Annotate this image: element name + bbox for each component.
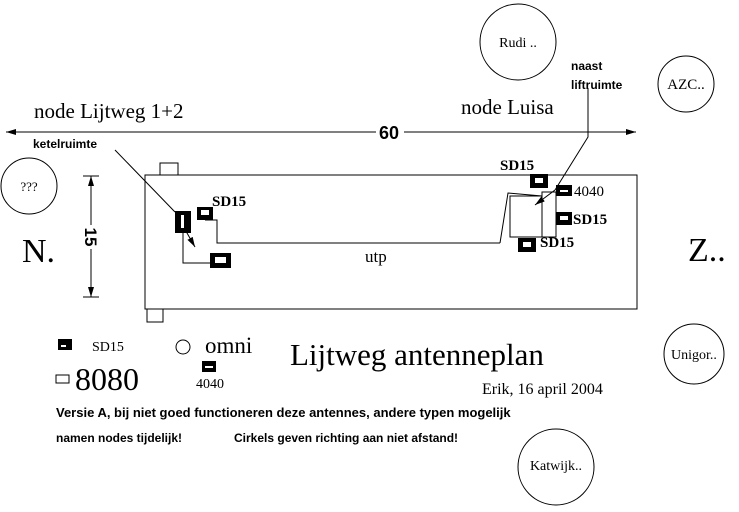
circle-label: Rudi .. [499, 36, 537, 51]
circle-label: ??? [20, 179, 38, 194]
note-circles: Cirkels geven richting aan niet afstand! [234, 431, 458, 445]
legend-sd15: SD15 [92, 340, 124, 355]
node-left: SD15 [114, 149, 500, 268]
ketelruimte-label: ketelruimte [33, 137, 97, 151]
legend: SD15 omni 8080 4040 [55, 333, 252, 397]
south-label: Z.. [688, 232, 726, 269]
building-annex [146, 308, 164, 323]
sd15-symbol [58, 339, 72, 350]
circle-label: Unigor.. [671, 348, 717, 363]
note-names: namen nodes tijdelijk! [56, 431, 182, 445]
antenna-label: SD15 [500, 158, 534, 174]
node-right: SD15 4040 SD15 SD15 [499, 88, 607, 252]
circle-label: Katwijk.. [530, 459, 582, 474]
cable-label: utp [365, 247, 387, 266]
omni-symbol [175, 339, 191, 355]
8080-symbol [55, 374, 70, 384]
north-label: N. [22, 233, 55, 270]
liftruimte-label: liftruimte [571, 78, 623, 92]
page-title: Lijtweg antenneplan [290, 337, 544, 372]
building-outline [144, 174, 638, 310]
circle-label: AZC.. [667, 77, 705, 93]
antenna-label: SD15 [573, 212, 607, 228]
author-date: Erik, 16 april 2004 [482, 381, 603, 398]
antenna-label: SD15 [540, 235, 574, 251]
circle-azc: AZC.. [657, 55, 715, 113]
circle-katwijk: Katwijk.. [517, 428, 595, 506]
note-versie: Versie A, bij niet goed functioneren dez… [56, 405, 511, 420]
antenna-label: SD15 [212, 194, 246, 210]
circle-unknown: ??? [0, 157, 58, 215]
node-right-label: node Luisa [461, 95, 554, 119]
naast-label: naast [571, 59, 602, 73]
legend-omni: omni [205, 333, 252, 358]
antenna-label: 4040 [574, 184, 604, 200]
legend-4040: 4040 [196, 377, 224, 392]
legend-8080: 8080 [75, 361, 139, 397]
node-left-label: node Lijtweg 1+2 [34, 99, 183, 123]
width-value: 15 [81, 228, 100, 247]
building-annex [159, 162, 179, 176]
length-value: 60 [379, 123, 399, 143]
circle-unigor: Unigor.. [663, 323, 725, 385]
circle-rudi: Rudi .. [479, 3, 557, 81]
